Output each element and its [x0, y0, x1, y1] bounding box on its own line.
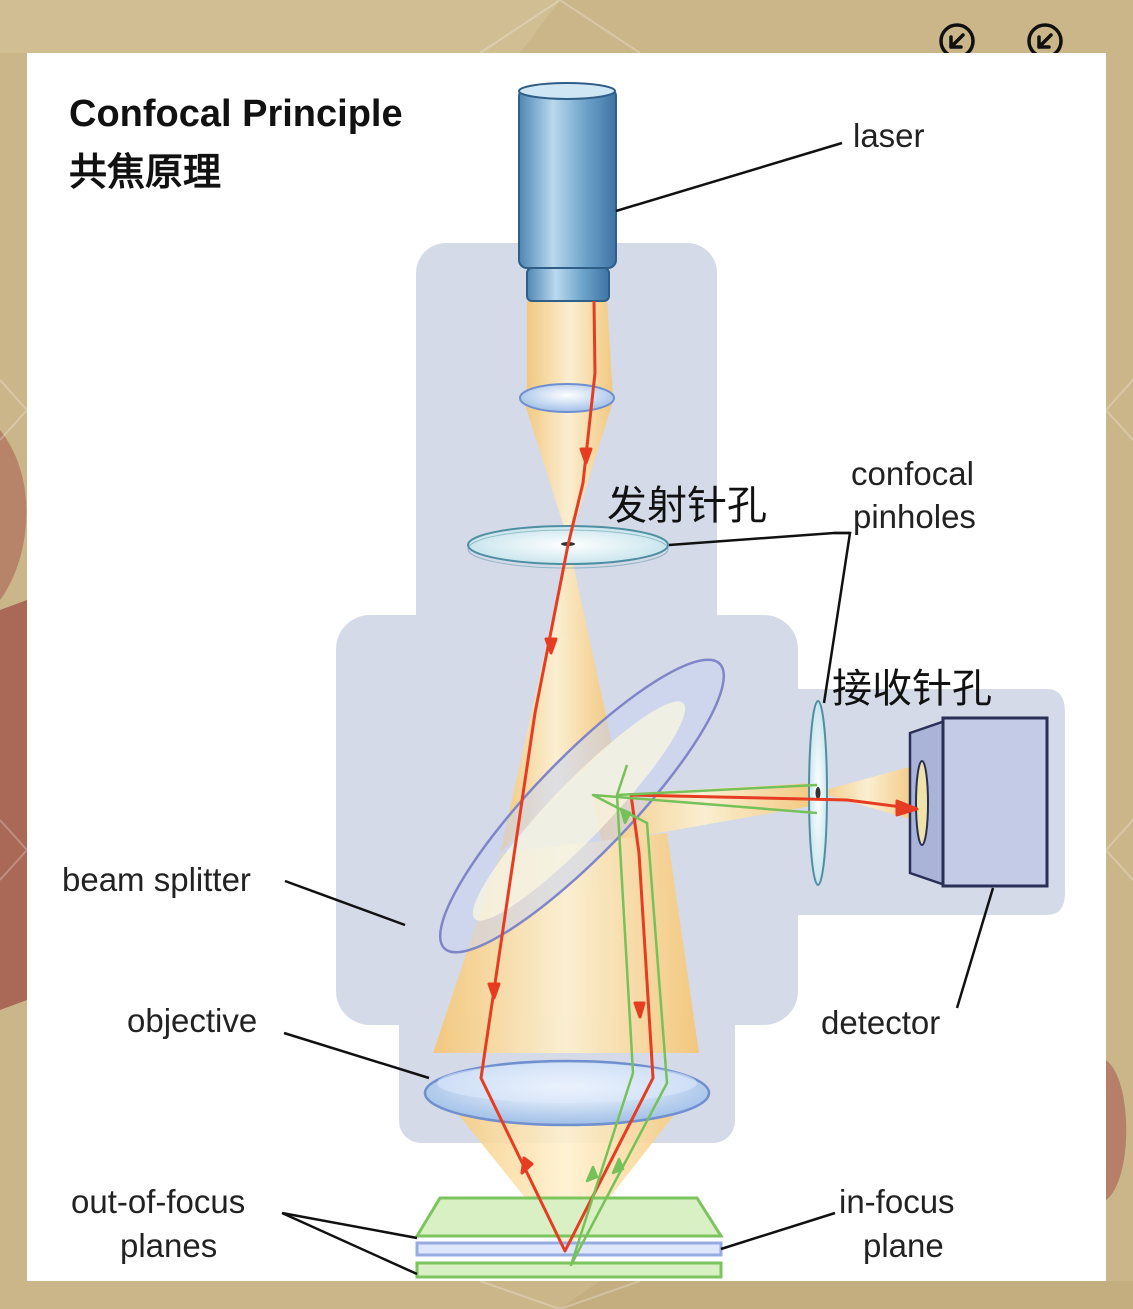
diagram-panel: Confocal Principle 共焦原理 laser confocal p… [27, 53, 1106, 1281]
in-focus-plane [415, 1241, 723, 1257]
label-in-focus: in-focus [839, 1183, 955, 1220]
page-title: Confocal Principle [69, 93, 403, 135]
focus-planes [414, 1196, 724, 1279]
label-laser: laser [853, 117, 925, 154]
label-detector: detector [821, 1004, 941, 1041]
receiving-pinhole [808, 700, 828, 886]
label-emission-pinhole-cn: 发射针孔 [607, 483, 767, 529]
label-objective: objective [127, 1002, 258, 1039]
label-in-focus-plane: plane [863, 1227, 944, 1264]
confocal-diagram [281, 82, 1065, 1279]
out-of-focus-plane-top [414, 1196, 724, 1238]
detector [908, 716, 1049, 888]
green-ray [569, 764, 818, 1267]
label-receiving-pinhole-cn: 接收针孔 [832, 666, 992, 712]
label-beam-splitter: beam splitter [62, 861, 251, 898]
red-ray [479, 300, 919, 1253]
label-confocal: confocal [851, 455, 974, 492]
laser-source [518, 82, 617, 302]
label-out-of-focus-planes: planes [120, 1227, 218, 1264]
leader-lines [281, 141, 995, 1276]
page-title-cn: 共焦原理 [69, 150, 222, 194]
collimating-lens [519, 383, 615, 413]
label-out-of-focus: out-of-focus [71, 1183, 246, 1220]
label-pinholes: pinholes [853, 498, 976, 535]
out-of-focus-plane-bottom [415, 1261, 723, 1279]
